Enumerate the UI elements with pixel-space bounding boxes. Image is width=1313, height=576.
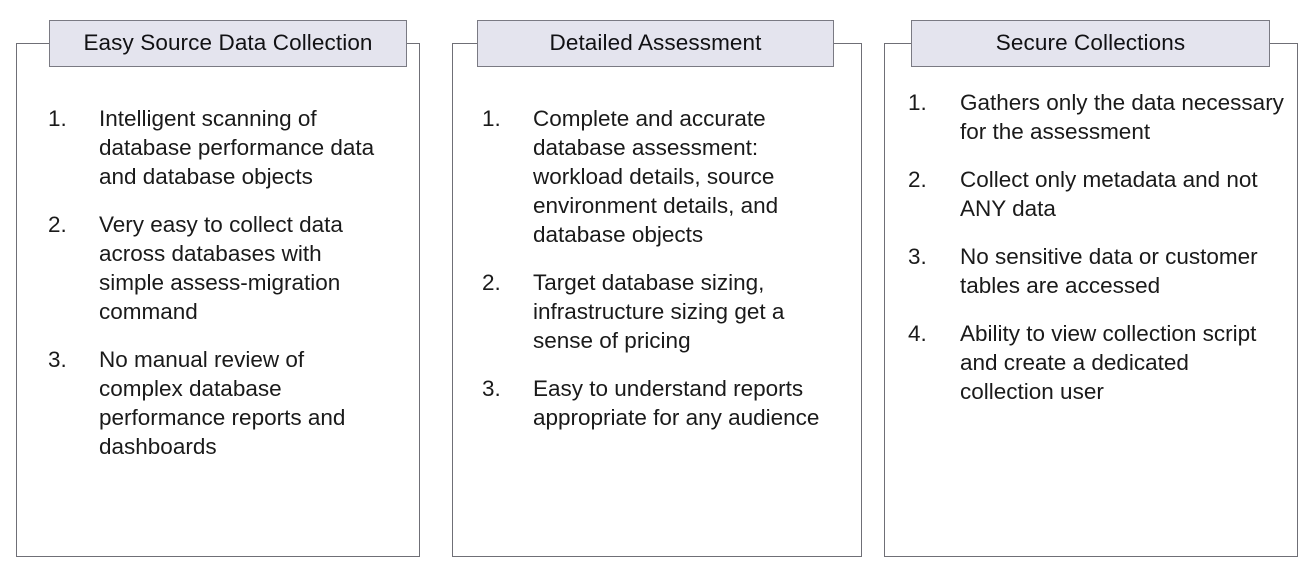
panel-title: Easy Source Data Collection: [83, 30, 373, 56]
list-item-marker: 1.: [908, 90, 927, 115]
list-item-text: No manual review of complex database per…: [99, 347, 346, 459]
list-item-marker: 4.: [908, 321, 927, 346]
panel-header: Easy Source Data Collection: [49, 20, 407, 67]
list-item: 1. Intelligent scanning of database perf…: [48, 104, 388, 191]
list-item-text: Easy to understand reports appropriate f…: [533, 376, 820, 430]
list-item-marker: 2.: [908, 167, 927, 192]
list-item: 3. No sensitive data or customer tables …: [908, 242, 1288, 300]
panel-title: Secure Collections: [995, 30, 1186, 56]
panel-item-list: 1. Intelligent scanning of database perf…: [48, 104, 388, 480]
list-item-text: No sensitive data or customer tables are…: [960, 244, 1258, 298]
list-item: 2. Target database sizing, infrastructur…: [482, 268, 830, 355]
panel-secure-collections: Secure Collections 1. Gathers only the d…: [880, 0, 1313, 576]
list-item-text: Gathers only the data necessary for the …: [960, 90, 1284, 144]
panel-header: Secure Collections: [911, 20, 1270, 67]
list-item: 2. Very easy to collect data across data…: [48, 210, 388, 326]
panel-body: [452, 43, 862, 557]
list-item-marker: 2.: [48, 212, 67, 237]
list-item: 4. Ability to view collection script and…: [908, 319, 1288, 406]
panel-body: [16, 43, 420, 557]
list-item-marker: 2.: [482, 270, 501, 295]
panel-detailed-assessment: Detailed Assessment 1. Complete and accu…: [440, 0, 880, 576]
list-item: 1. Complete and accurate database assess…: [482, 104, 830, 249]
list-item-text: Complete and accurate database assessmen…: [533, 106, 779, 247]
list-item-marker: 1.: [482, 106, 501, 131]
panel-title: Detailed Assessment: [549, 30, 762, 56]
list-item: 3. No manual review of complex database …: [48, 345, 388, 461]
list-item-text: Very easy to collect data across databas…: [99, 212, 343, 324]
panel-body: [884, 43, 1298, 557]
panel-item-list: 1. Gathers only the data necessary for t…: [908, 88, 1288, 425]
panel-easy-source-data-collection: Easy Source Data Collection 1. Intellige…: [0, 0, 440, 576]
list-item-marker: 3.: [482, 376, 501, 401]
list-item-text: Target database sizing, infrastructure s…: [533, 270, 785, 353]
panel-item-list: 1. Complete and accurate database assess…: [482, 104, 830, 451]
list-item: 3. Easy to understand reports appropriat…: [482, 374, 830, 432]
list-item-marker: 1.: [48, 106, 67, 131]
list-item-text: Ability to view collection script and cr…: [960, 321, 1257, 404]
list-item-text: Collect only metadata and not ANY data: [960, 167, 1258, 221]
panel-header: Detailed Assessment: [477, 20, 834, 67]
list-item-marker: 3.: [908, 244, 927, 269]
list-item: 1. Gathers only the data necessary for t…: [908, 88, 1288, 146]
list-item-marker: 3.: [48, 347, 67, 372]
list-item-text: Intelligent scanning of database perform…: [99, 106, 375, 189]
list-item: 2. Collect only metadata and not ANY dat…: [908, 165, 1288, 223]
